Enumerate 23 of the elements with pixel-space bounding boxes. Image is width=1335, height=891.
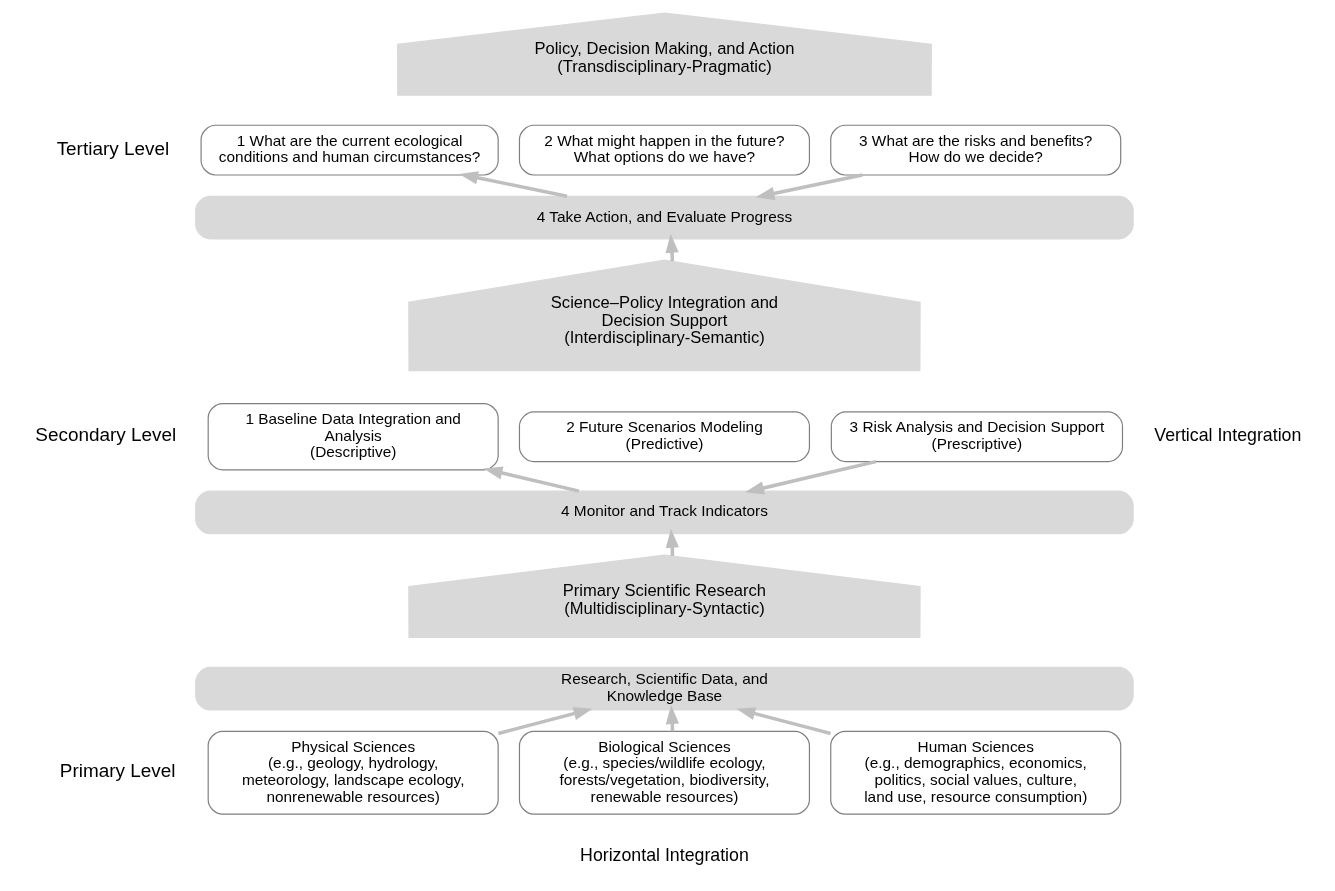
node-box: 4 Monitor and Track Indicators [194, 490, 1134, 535]
label: Tertiary Level [56, 137, 169, 159]
node-box: Human Sciences (e.g., demographics, economics, politics, social values, culture, land use, resource consumption) [829, 730, 1121, 815]
node-box: 3 Risk Analysis and Decision Support (Prescriptive) [830, 411, 1123, 463]
node-box: 1 What are the current ecological conditions and human circumstances? [200, 124, 499, 176]
node-box: 2 What might happen in the future? What options do we have? [518, 124, 810, 176]
node-box: Physical Sciences (e.g., geology, hydrology, meteorology, landscape ecology, nonrenewable resources) [207, 730, 499, 815]
arrow [458, 171, 567, 198]
label: Primary Level [59, 760, 175, 782]
label: Vertical Integration [1153, 424, 1301, 445]
node-box: 2 Future Scenarios Modeling (Predictive) [518, 411, 810, 463]
arrow [497, 707, 593, 736]
arrow [755, 173, 863, 200]
arrow [735, 707, 831, 736]
label: Horizontal Integration [579, 844, 749, 865]
node-box: Biological Sciences (e.g., species/wildlife ecology, forests/vegetation, biodiversity, renewable resources) [518, 730, 810, 815]
node-box: Research, Scientific Data, and Knowledge Base [194, 666, 1134, 711]
label: Secondary Level [34, 424, 176, 446]
node-box: 1 Baseline Data Integration and Analysis (Descriptive) [207, 403, 499, 471]
arrow [744, 459, 876, 495]
node-box: 3 What are the risks and benefits? How do we decide? [829, 124, 1121, 176]
arrow [483, 466, 579, 493]
node-box: 4 Take Action, and Evaluate Progress [194, 195, 1134, 240]
